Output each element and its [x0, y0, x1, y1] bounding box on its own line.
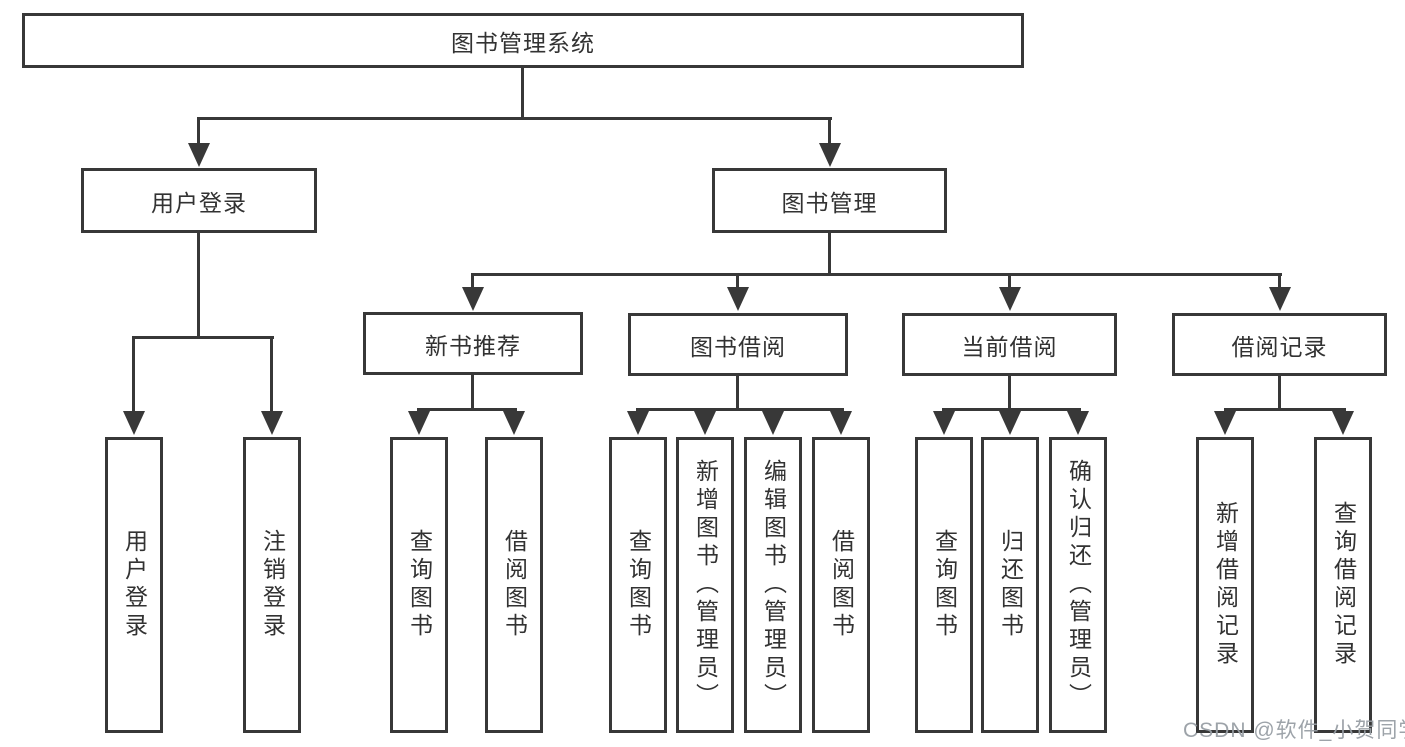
connector-stem: [197, 233, 200, 339]
connector-stem: [1278, 376, 1281, 411]
arrow-down-icon: [1067, 411, 1089, 435]
connector-stem: [1278, 273, 1281, 288]
leaf-label: 借阅图书: [828, 529, 855, 641]
leaf-label: 查询图书: [931, 529, 958, 641]
leaf-return-books: 归还图书: [981, 437, 1039, 733]
connector-stem: [471, 375, 474, 411]
node-library-management-system: 图书管理系统: [22, 13, 1024, 68]
leaf-label: 确认归还（管理员）: [1065, 459, 1092, 711]
arrow-down-icon: [694, 411, 716, 435]
node-book-borrowing: 图书借阅: [628, 313, 848, 376]
connector-bar: [942, 408, 1081, 411]
connector-bar: [636, 408, 844, 411]
arrow-down-icon: [503, 411, 525, 435]
leaf-label: 新增图书（管理员）: [692, 459, 719, 711]
arrow-down-icon: [261, 411, 283, 435]
connector-stem: [132, 336, 135, 412]
arrow-down-icon: [727, 287, 749, 311]
leaf-add-books-admin: 新增图书（管理员）: [676, 437, 734, 733]
arrow-down-icon: [933, 411, 955, 435]
node-new-book-recommendation: 新书推荐: [363, 312, 583, 375]
leaf-user-login: 用户登录: [105, 437, 163, 733]
connector-stem: [828, 117, 831, 144]
leaf-label: 注销登录: [259, 529, 286, 641]
arrow-down-icon: [830, 411, 852, 435]
connector-stem: [471, 273, 474, 288]
arrow-down-icon: [999, 411, 1021, 435]
connector-bar: [417, 408, 517, 411]
arrow-down-icon: [188, 143, 210, 167]
connector-stem: [828, 233, 831, 276]
node-user-login: 用户登录: [81, 168, 317, 233]
node-borrowing-records: 借阅记录: [1172, 313, 1387, 376]
connector-stem: [521, 68, 524, 120]
arrow-down-icon: [1332, 411, 1354, 435]
arrow-down-icon: [762, 411, 784, 435]
watermark: CSDN @软件_小贺同学: [1183, 719, 1405, 742]
leaf-label: 查询图书: [625, 529, 652, 641]
leaf-label: 编辑图书（管理员）: [760, 459, 787, 711]
leaf-query-borrow-record: 查询借阅记录: [1314, 437, 1372, 733]
leaf-logout: 注销登录: [243, 437, 301, 733]
leaf-borrow-books-recommendation: 借阅图书: [485, 437, 543, 733]
connector-stem: [270, 336, 273, 412]
leaf-label: 查询图书: [406, 529, 433, 641]
node-book-management: 图书管理: [712, 168, 947, 233]
connector-bar: [197, 117, 832, 120]
arrow-down-icon: [123, 411, 145, 435]
connector-bar: [132, 336, 274, 339]
arrow-down-icon: [627, 411, 649, 435]
node-current-borrowing: 当前借阅: [902, 313, 1117, 376]
arrow-down-icon: [408, 411, 430, 435]
connector-stem: [1008, 273, 1011, 288]
leaf-query-books-borrowing: 查询图书: [609, 437, 667, 733]
connector-stem: [736, 273, 739, 288]
arrow-down-icon: [999, 287, 1021, 311]
leaf-edit-books-admin: 编辑图书（管理员）: [744, 437, 802, 733]
leaf-query-books-recommendation: 查询图书: [390, 437, 448, 733]
arrow-down-icon: [819, 143, 841, 167]
arrow-down-icon: [1269, 287, 1291, 311]
leaf-confirm-return-admin: 确认归还（管理员）: [1049, 437, 1107, 733]
leaf-label: 新增借阅记录: [1212, 501, 1239, 669]
leaf-label: 查询借阅记录: [1330, 501, 1357, 669]
connector-bar: [1224, 408, 1346, 411]
connector-stem: [1008, 376, 1011, 411]
leaf-query-books-current: 查询图书: [915, 437, 973, 733]
arrow-down-icon: [462, 287, 484, 311]
leaf-label: 用户登录: [121, 529, 148, 641]
arrow-down-icon: [1214, 411, 1236, 435]
connector-stem: [197, 117, 200, 144]
leaf-add-borrow-record: 新增借阅记录: [1196, 437, 1254, 733]
leaf-borrow-books: 借阅图书: [812, 437, 870, 733]
connector-stem: [736, 376, 739, 411]
leaf-label: 归还图书: [997, 529, 1024, 641]
connector-bar: [471, 273, 1282, 276]
leaf-label: 借阅图书: [501, 529, 528, 641]
